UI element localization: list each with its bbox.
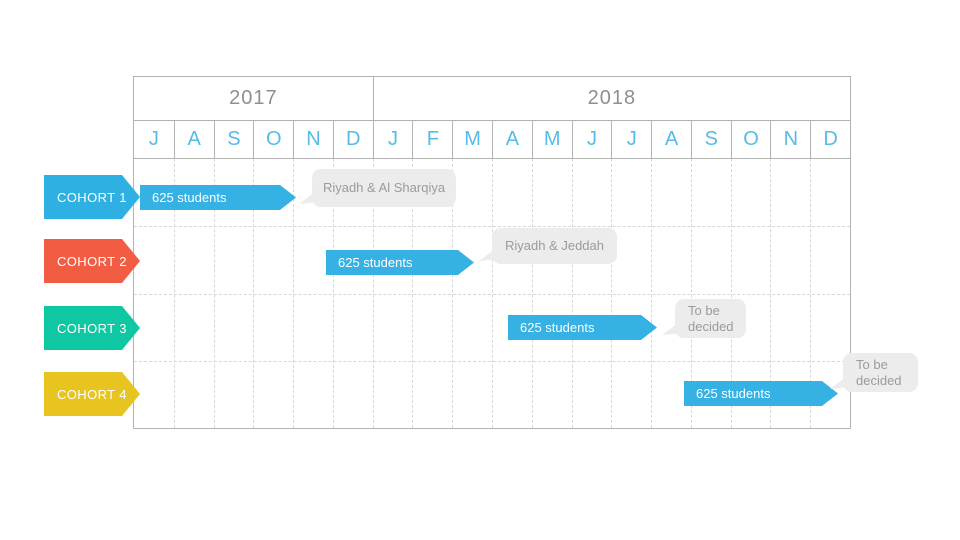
cohort-4-bar: 625 students bbox=[684, 381, 838, 406]
cohort-4-callout: To be decided bbox=[830, 353, 918, 392]
month-cell: S bbox=[213, 121, 254, 158]
cohort-1-callout-text: Riyadh & Al Sharqiya bbox=[322, 180, 446, 195]
cohort-1-bar-text: 625 students bbox=[152, 190, 227, 205]
cohort-1-label: COHORT 1 bbox=[44, 175, 140, 219]
cohort-2-bar: 625 students bbox=[326, 250, 474, 275]
month-header-row: J A S O N D J F M A M J J A S O N D bbox=[134, 121, 850, 159]
month-cell: A bbox=[173, 121, 214, 158]
month-cell: O bbox=[730, 121, 771, 158]
month-cell: M bbox=[531, 121, 572, 158]
month-cell: S bbox=[690, 121, 731, 158]
month-cell: A bbox=[492, 121, 532, 158]
cohort-2-label-text: COHORT 2 bbox=[57, 253, 127, 269]
cohort-1-label-text: COHORT 1 bbox=[57, 189, 127, 205]
cohort-3-label: COHORT 3 bbox=[44, 306, 140, 350]
year-header-row: 2017 2018 bbox=[134, 77, 850, 121]
row-gridline bbox=[134, 293, 850, 295]
cohort-3-bar-text: 625 students bbox=[520, 320, 595, 335]
cohort-1-bar: 625 students bbox=[140, 185, 296, 210]
cohort-2-callout: Riyadh & Jeddah bbox=[479, 228, 617, 264]
month-cell: N bbox=[770, 121, 810, 158]
month-cell: O bbox=[253, 121, 293, 158]
month-cell: J bbox=[611, 121, 651, 158]
cohort-4-bar-text: 625 students bbox=[696, 386, 771, 401]
cohort-4-callout-text: To be decided bbox=[856, 356, 902, 388]
year-2018-cell: 2018 bbox=[372, 77, 850, 120]
month-cell: N bbox=[293, 121, 333, 158]
cohort-4-label: COHORT 4 bbox=[44, 372, 140, 416]
month-cell: J bbox=[372, 121, 413, 158]
timeline-table: 2017 2018 J A S O N D J F M A M J J A S … bbox=[133, 76, 851, 429]
row-gridline bbox=[134, 226, 850, 228]
cohort-3-bar: 625 students bbox=[508, 315, 657, 340]
month-cell: M bbox=[452, 121, 492, 158]
cohort-3-callout: To be decided bbox=[662, 299, 746, 338]
month-cell: D bbox=[810, 121, 850, 158]
month-cell: F bbox=[412, 121, 452, 158]
grid-body bbox=[134, 159, 850, 428]
cohort-3-callout-text: To be decided bbox=[688, 302, 734, 334]
row-gridline bbox=[134, 360, 850, 362]
month-cell: A bbox=[651, 121, 691, 158]
cohort-3-label-text: COHORT 3 bbox=[57, 320, 127, 336]
year-2017-cell: 2017 bbox=[229, 87, 278, 109]
cohort-1-callout: Riyadh & Al Sharqiya bbox=[299, 169, 456, 207]
cohort-2-bar-text: 625 students bbox=[338, 255, 413, 270]
cohort-2-callout-text: Riyadh & Jeddah bbox=[504, 238, 604, 253]
month-cell: J bbox=[571, 121, 612, 158]
month-cell: D bbox=[332, 121, 373, 158]
month-cell: J bbox=[148, 128, 159, 150]
cohort-2-label: COHORT 2 bbox=[44, 239, 140, 283]
cohort-4-label-text: COHORT 4 bbox=[57, 386, 127, 402]
